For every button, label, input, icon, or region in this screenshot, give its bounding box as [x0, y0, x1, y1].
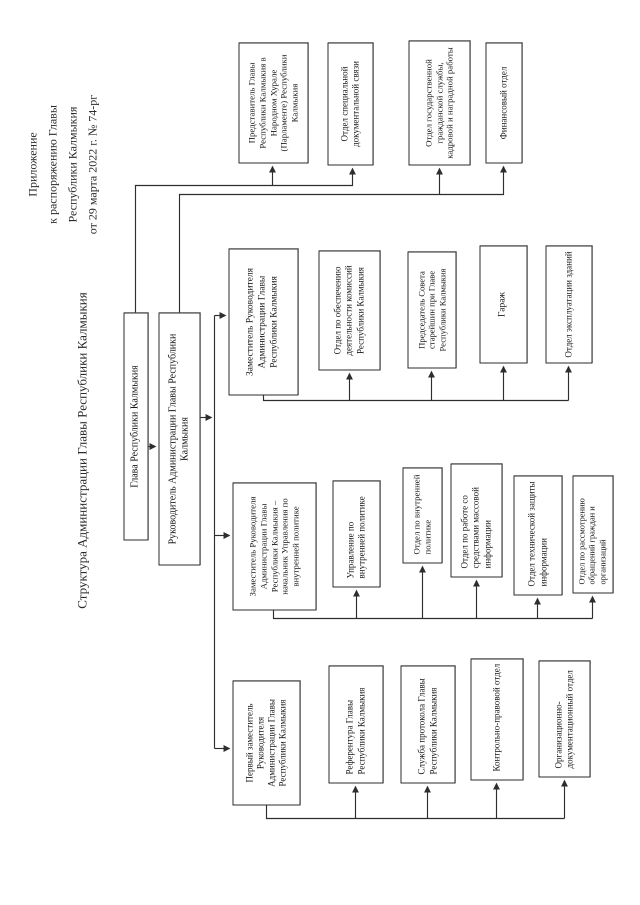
- org-box-garazh: Гараж: [479, 245, 527, 363]
- org-box-kontrolno-pravovoi: Контрольно-правовой отдел: [470, 658, 523, 780]
- connector-line: [272, 610, 592, 619]
- org-box-zam: Заместитель Руководителя Администрации Г…: [228, 248, 298, 395]
- annex-line: к распоряжению Главы: [45, 104, 59, 224]
- org-box-otdel-smi: Отдел по работе со средствами массовой и…: [450, 463, 502, 577]
- org-box-zam-vnutrpol: Заместитель Руководителя Администрации Г…: [232, 482, 316, 610]
- org-box-otdel-tzi: Отдел технической защиты информации: [513, 475, 562, 595]
- org-box-upravlenie-vp: Управление по внутренней политике: [332, 480, 380, 587]
- annex-note: Приложение к распоряжению Главы Республи…: [22, 33, 102, 295]
- org-box-otdel-gossluzhby: Отдел государственной гражданской службы…: [408, 40, 470, 165]
- org-box-rukovoditel: Руководитель Администрации Главы Республ…: [158, 312, 200, 565]
- connector-line: [265, 805, 564, 819]
- annex-line: от 29 марта 2022 г. № 74-рг: [85, 94, 99, 234]
- connector-line: [134, 167, 356, 312]
- annex-line: Приложение: [25, 131, 39, 197]
- org-box-otdel-ekspluatatsii: Отдел эксплуатации зданий: [545, 245, 592, 363]
- annex-line: Республики Калмыкия: [65, 106, 79, 222]
- org-box-sovet-stareishin: Председатель Совета старейшин при Главе …: [407, 251, 456, 368]
- org-box-protokol: Служба протокола Главы Республики Калмык…: [400, 665, 455, 783]
- org-box-otdel-spetssvyazi: Отдел специальной документальной связи: [327, 42, 373, 165]
- org-box-otdel-vp: Отдел по внутренней политике: [402, 467, 442, 563]
- chart-title: Структура Администрации Главы Республики…: [74, 291, 89, 609]
- org-box-org-dok: Организационно-документационный отдел: [538, 660, 590, 777]
- org-box-predstavitel: Представитель Главы Республики Калмыкия …: [238, 42, 308, 163]
- connector-line: [178, 165, 507, 312]
- org-box-glava: Глава Республики Калмыкия: [123, 312, 148, 540]
- org-box-finansovyi: Финансовый отдел: [485, 42, 522, 163]
- org-box-pervyi-zam: Первый заместитель Руководителя Админист…: [232, 680, 300, 805]
- org-box-referentura: Референтура Главы Республики Калмыкия: [328, 665, 383, 783]
- org-box-otdel-komissii: Отдел по обеспечению деятельности комисс…: [318, 250, 380, 370]
- connector-line: [262, 395, 568, 401]
- org-box-otdel-obrashchenii: Отдел по рассмотрению обращений граждан …: [572, 475, 613, 593]
